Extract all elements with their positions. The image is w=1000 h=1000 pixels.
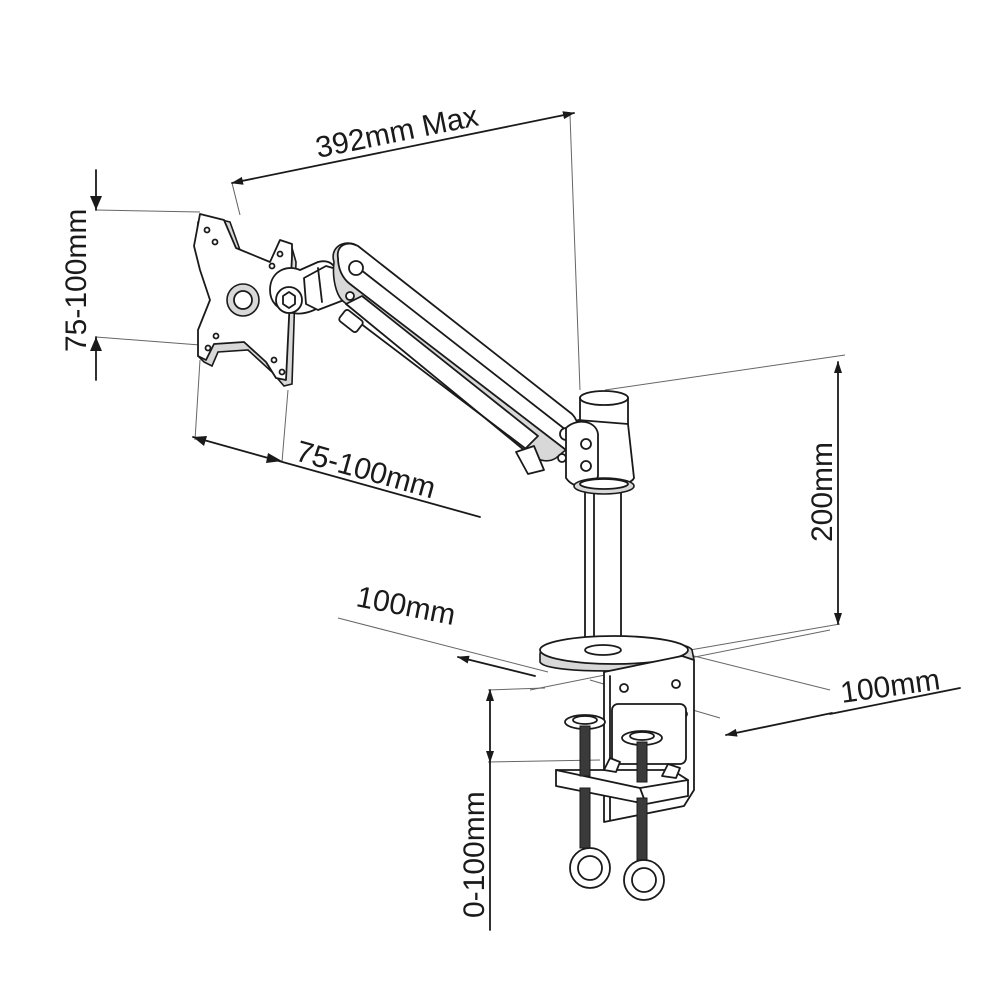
arm-pivot-top — [348, 260, 364, 276]
vesa-center-hole — [233, 290, 253, 310]
extension-line — [689, 623, 841, 651]
vesa-hole — [203, 226, 211, 234]
arm-ridge — [355, 265, 567, 431]
screw-thread — [579, 787, 591, 849]
arrowhead — [193, 436, 207, 446]
height-ring-top — [579, 478, 629, 490]
elbow-bolt — [580, 438, 592, 450]
pole-assembly — [565, 390, 635, 663]
arrowhead — [266, 453, 282, 463]
gas-spring-arm — [332, 242, 579, 475]
screw-cap-inner — [572, 715, 598, 725]
vesa-vertical-label: 75-100mm — [60, 209, 93, 352]
clamp-hole — [619, 683, 629, 693]
pole-top-cap-face — [579, 390, 629, 406]
pole — [584, 491, 622, 663]
dimension-line — [725, 712, 833, 737]
vesa-hole — [276, 250, 284, 258]
vesa-hole — [212, 332, 220, 340]
clamp-hole — [671, 679, 681, 689]
jaw-tab — [661, 763, 681, 779]
screw-thread — [636, 741, 648, 783]
screw-eye-hole — [577, 855, 603, 881]
dimension-pole-height: 200mm — [604, 354, 846, 651]
extension-line — [231, 182, 241, 216]
arrowhead — [90, 337, 102, 351]
jaw-tab — [603, 757, 621, 773]
dimension-line — [231, 111, 575, 185]
arm-reach-label: 392mm Max — [313, 100, 481, 165]
extension-line — [689, 654, 831, 691]
arm-upper-beam — [336, 242, 579, 451]
desk-thickness-label: 0-100mm — [458, 791, 491, 918]
tilt-knob — [275, 286, 303, 314]
pole-base — [584, 644, 622, 656]
arm-tail-clip — [515, 445, 545, 475]
arrowhead — [90, 196, 102, 210]
vesa-hole — [270, 356, 278, 364]
elbow-joint — [565, 420, 599, 488]
arm-pivot-elbow-lower — [557, 453, 567, 463]
extension-line — [487, 687, 546, 691]
dimension-vesa-horizontal: 75-100mm — [192, 359, 481, 518]
clamp-screw-left — [564, 714, 611, 889]
extension-line — [281, 389, 289, 463]
clamp-assembly — [539, 635, 695, 823]
vesa-hole — [278, 368, 286, 376]
extension-line — [569, 114, 581, 391]
vesa-hole — [268, 262, 276, 270]
vesa-horizontal-label: 75-100mm — [292, 435, 439, 505]
vesa-hole — [211, 238, 219, 246]
screw-eye-hole — [631, 867, 657, 893]
extension-line — [95, 209, 201, 213]
screw-thread — [636, 797, 648, 861]
extension-line — [337, 617, 549, 673]
dimension-desk-thickness: 0-100mm — [458, 687, 601, 931]
vesa-plate — [193, 213, 297, 387]
dimension-line — [457, 655, 536, 677]
extension-line — [604, 354, 846, 391]
clamp-depth-label: 100mm — [354, 580, 459, 631]
clamp-width-label: 100mm — [838, 663, 942, 710]
dimension-vesa-vertical: 75-100mm — [60, 169, 201, 381]
extension-line — [95, 336, 201, 346]
arm-pivot-small — [345, 291, 355, 301]
seam-line — [317, 267, 323, 303]
screw-thread — [579, 725, 591, 777]
spring-cap — [338, 309, 364, 333]
vesa-hole — [204, 344, 212, 352]
arm-lower-edge — [355, 319, 531, 453]
extension-line — [194, 359, 201, 441]
elbow-bolt — [580, 460, 592, 472]
hex-bolt-icon — [282, 291, 296, 309]
screw-cap-inner — [629, 731, 655, 741]
dimension-line — [192, 436, 481, 518]
dimension-line — [829, 687, 961, 715]
clamp-screw-right — [621, 730, 665, 901]
pole-height-label: 200mm — [806, 442, 839, 542]
